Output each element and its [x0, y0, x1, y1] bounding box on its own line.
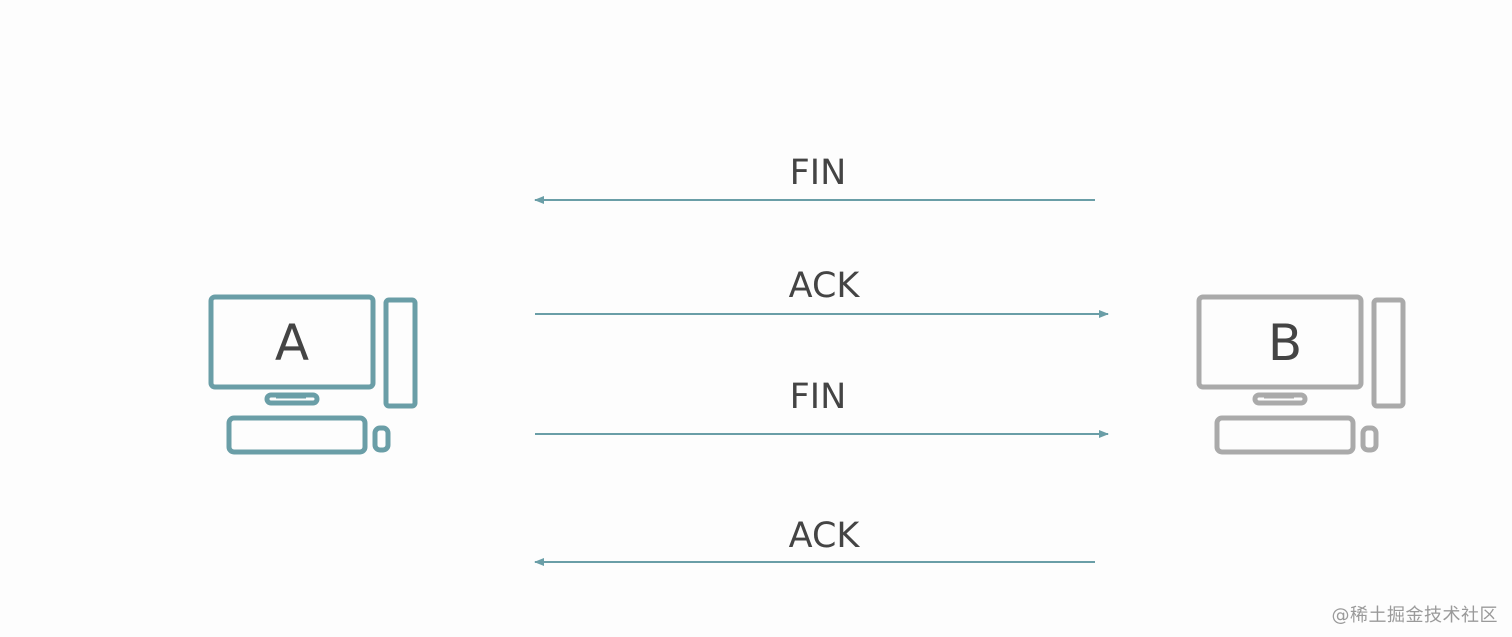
host-b-monitor-base — [1252, 392, 1308, 406]
host-a-keyboard — [226, 415, 368, 455]
host-b-label: B — [1268, 314, 1302, 372]
message-3-label: FIN — [790, 377, 847, 417]
message-1-label: FIN — [790, 153, 847, 193]
host-a-label: A — [275, 314, 309, 372]
watermark: @稀土掘金技术社区 — [1331, 605, 1498, 626]
host-b-keyboard — [1214, 415, 1356, 455]
host-a-monitor-base — [264, 392, 320, 406]
host-b-tower — [1371, 297, 1406, 409]
host-b-mouse — [1360, 425, 1379, 453]
message-4-label: ACK — [789, 516, 861, 556]
message-2-label: ACK — [789, 266, 861, 306]
host-b-computer-icon — [1196, 294, 1406, 455]
host-a-tower — [383, 297, 418, 409]
host-a-mouse — [372, 425, 391, 453]
host-a-computer-icon — [208, 294, 418, 455]
